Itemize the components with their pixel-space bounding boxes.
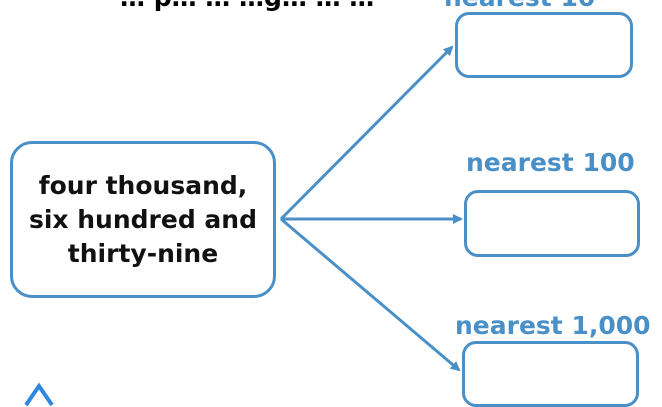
arrow-to-nearest-10 bbox=[279, 45, 454, 221]
label-nearest-100: nearest 100 bbox=[466, 148, 635, 177]
label-nearest-1000: nearest 1,000 bbox=[455, 311, 651, 340]
answer-box-nearest-100[interactable] bbox=[464, 190, 640, 257]
cropped-heading-left: … p… … …g… … … bbox=[120, 0, 374, 12]
cropped-heading-right: nearest 10 bbox=[444, 0, 595, 12]
answer-box-nearest-10[interactable] bbox=[455, 12, 633, 78]
source-number-box: four thousand, six hundred and thirty-ni… bbox=[10, 141, 276, 298]
source-number-text: four thousand, six hundred and thirty-ni… bbox=[28, 170, 257, 268]
logo-mark bbox=[24, 382, 54, 407]
answer-box-nearest-1000[interactable] bbox=[462, 341, 639, 407]
arrow-to-nearest-1000 bbox=[280, 217, 461, 372]
cropped-heading: … p… … …g… … … nearest 10 bbox=[0, 0, 662, 12]
